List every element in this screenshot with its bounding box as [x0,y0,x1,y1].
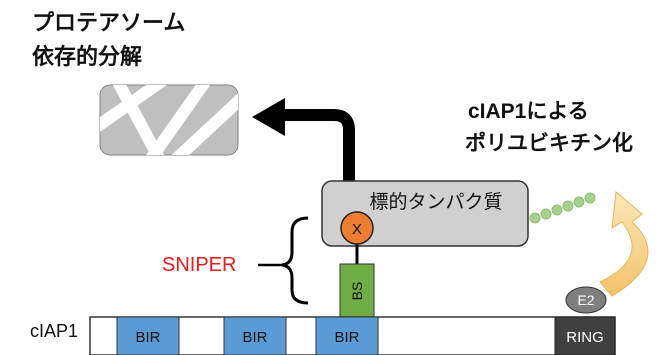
ciap1-protein: BIR BIR BIR RING [89,316,616,355]
bir-label: BIR [242,329,267,346]
degradation-title-line1: プロテアソーム [32,10,185,35]
ubiquitination-title-line2: ポリユビキチン化 [465,131,633,155]
sniper-label: SNIPER [162,254,236,276]
sniper-bracket [281,216,309,305]
ligand-x: X [340,211,374,245]
bir-domain: BIR [223,316,287,355]
bir-label: BIR [135,329,160,346]
e2-enzyme: E2 [565,286,607,314]
ligand-label: X [352,221,362,238]
ring-label: RING [566,329,604,346]
ring-domain: RING [554,316,616,355]
bir-domain: BIR [116,316,180,355]
e2-label: E2 [577,292,594,308]
bs-segment: BS [339,263,375,318]
bs-label: BS [349,282,365,301]
degradation-title-line2: 依存的分解 [32,44,142,69]
degraded-protein [99,84,239,156]
ubiquitin-transfer-arrow [599,191,649,297]
ubiquitination-title-line1: cIAP1による [468,100,589,123]
degradation-arrow [252,98,355,195]
ciap1-label: cIAP1 [30,321,78,341]
bir-label: BIR [334,329,359,346]
polyubiquitin-chain [529,192,596,224]
target-protein-label: 標的タンパク質 [369,191,502,213]
bir-domain: BIR [315,316,379,355]
